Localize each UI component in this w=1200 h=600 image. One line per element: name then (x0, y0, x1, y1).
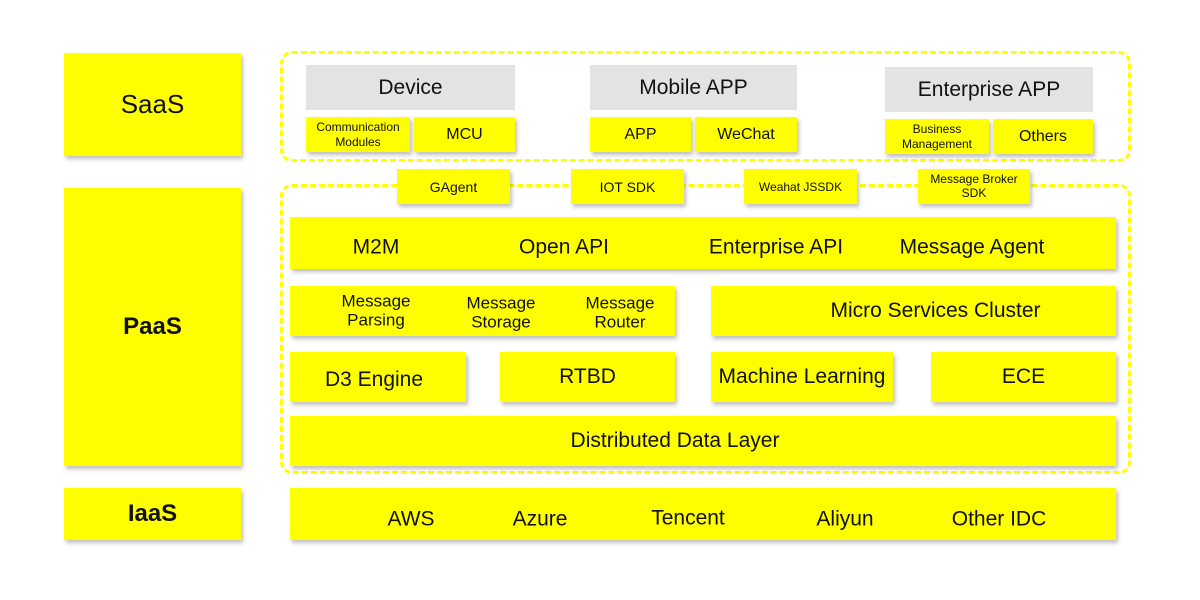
message-agent-label: Message Agent (899, 235, 1045, 259)
business-management-box: Business Management (885, 119, 989, 154)
paas-tier-label: PaaS (123, 313, 182, 340)
saas-group-frame (280, 51, 1131, 162)
weahat-jssdk-box: Weahat JSSDK (744, 169, 857, 204)
m2m-label: M2M (352, 235, 400, 259)
paas-group-frame (280, 184, 1131, 474)
enterprise-app-header: Enterprise APP (885, 67, 1093, 112)
saas-tier-label: SaaS (120, 89, 185, 119)
d3-engine-box: D3 Engine (290, 352, 466, 402)
message-router-label: Message Router (585, 293, 655, 331)
api-row-box (290, 217, 1116, 269)
device-header: Device (306, 65, 515, 110)
ece-box: ECE (931, 352, 1116, 402)
tencent-label: Tencent (651, 506, 725, 530)
iaas-tier-box: IaaS (64, 488, 241, 540)
mcu-box: MCU (414, 117, 515, 152)
iot-sdk-box: IOT SDK (571, 169, 684, 204)
aws-label: AWS (387, 507, 435, 531)
iaas-tier-label: IaaS (127, 500, 178, 527)
aliyun-label: Aliyun (816, 507, 874, 531)
message-storage-label: Message Storage (466, 293, 536, 331)
rtbd-box: RTBD (500, 352, 675, 402)
paas-tier-box: PaaS (64, 188, 241, 466)
machine-learning-box: Machine Learning (711, 352, 893, 402)
others-box: Others (993, 119, 1093, 154)
message-row-box (290, 286, 675, 336)
enterprise-api-label: Enterprise API (708, 235, 844, 259)
azure-label: Azure (512, 507, 568, 531)
iaas-providers-box (290, 488, 1116, 540)
wechat-box: WeChat (695, 117, 797, 152)
other-idc-label: Other IDC (951, 507, 1047, 531)
gagent-box: GAgent (397, 169, 510, 204)
communication-modules-box: Communication Modules (306, 117, 410, 152)
message-broker-sdk-box: Message Broker SDK (918, 169, 1030, 204)
open-api-label: Open API (519, 235, 609, 259)
app-box: APP (590, 117, 691, 152)
mobile-app-header: Mobile APP (590, 65, 797, 110)
saas-tier-box: SaaS (64, 53, 241, 156)
message-parsing-label: Message Parsing (341, 291, 411, 329)
micro-services-cluster-box: Micro Services Cluster (711, 286, 1116, 336)
distributed-data-layer-box: Distributed Data Layer (290, 416, 1116, 466)
